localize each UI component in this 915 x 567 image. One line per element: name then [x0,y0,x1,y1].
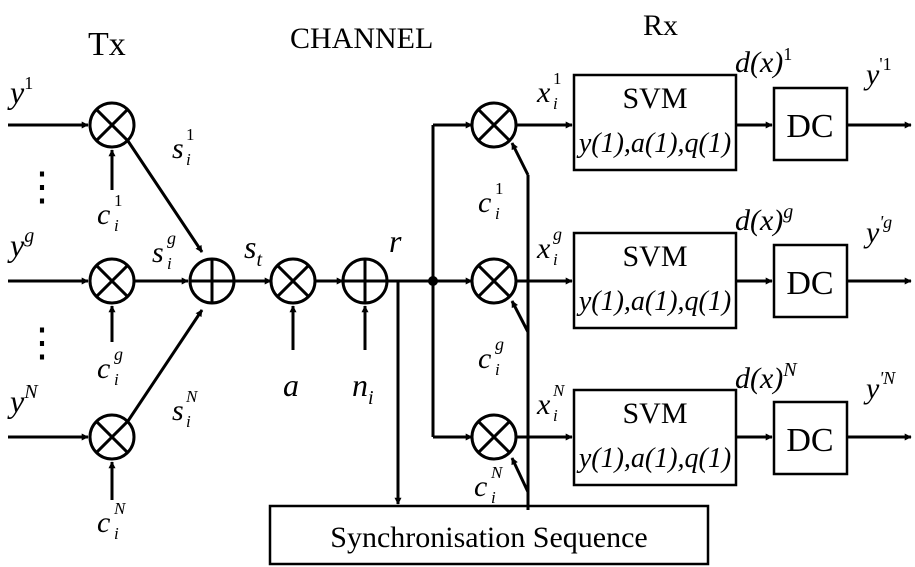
decision-label-1: d(x)1 [735,44,792,79]
decision-label-n: d(x)N [735,359,798,395]
header-tx: Tx [88,26,126,63]
channel-multiplier [269,257,317,305]
output-label-g: y'g [863,212,892,249]
tx-spread-line-n [126,309,204,422]
output-label-1: y'1 [863,54,892,91]
junction-dot [428,276,438,286]
rx-multiplier-n [470,413,518,461]
rx-code-line-1 [510,142,530,176]
sync-box [268,504,710,566]
tx-ellipsis-1: ⋮ [22,164,62,209]
tx-multiplier-g [88,257,136,305]
tx-multiplier-n [88,413,136,461]
channel-noise-label: ni [352,367,374,409]
channel-adder [341,257,389,305]
svm-title-g: SVM [622,240,687,273]
svm-box-1 [572,73,738,172]
channel-st-label: st [244,229,262,271]
sync-label: Synchronisation Sequence [330,521,647,554]
header-rx: Rx [643,9,678,42]
tx-summer [188,257,236,305]
tx-ellipsis-2: ⋮ [22,320,62,365]
svm-params-n: y(1),a(1),q(1) [576,443,731,474]
svm-params-g: y(1),a(1),q(1) [576,286,731,317]
tx-input-label-g: yg [7,225,34,263]
dc-label-g: DC [786,265,833,302]
received-label: r [389,223,402,259]
decision-label-g: d(x)g [735,201,793,237]
rx-code-line-n [510,457,530,493]
rx-code-line-g [510,300,530,333]
tx-input-label-1: y1 [7,73,33,110]
svm-title-n: SVM [622,397,687,430]
dc-label-1: DC [786,108,833,145]
header-channel: CHANNEL [290,22,433,55]
svm-title-1: SVM [622,82,687,115]
rx-multiplier-1 [470,101,518,149]
dc-label-n: DC [786,422,833,459]
tx-input-label-n: yN [7,381,39,419]
tx-spread-line-1 [126,140,204,253]
output-label-n: y'N [863,368,896,405]
tx-multiplier-1 [88,101,136,149]
rx-multiplier-g [470,257,518,305]
svm-params-1: y(1),a(1),q(1) [576,128,731,159]
channel-attenuation-label: a [283,367,299,403]
